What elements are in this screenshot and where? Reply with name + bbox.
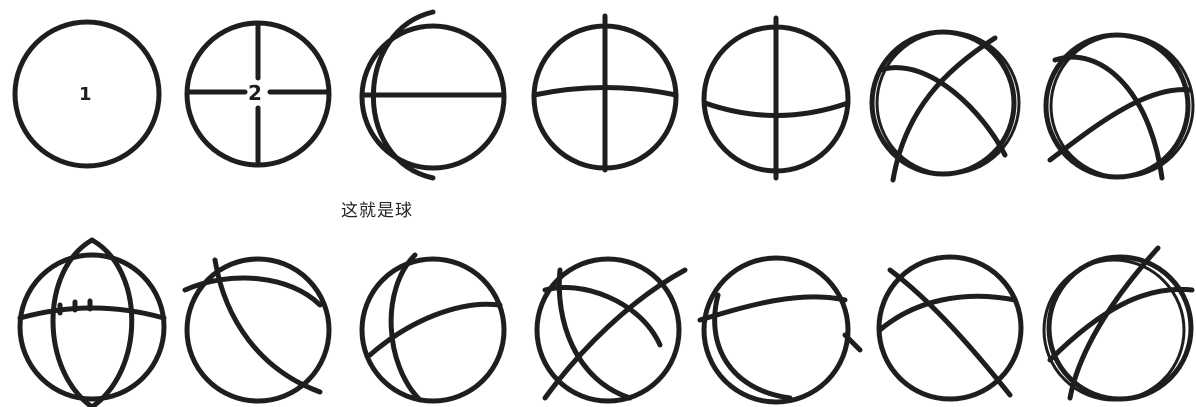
sphere-1: 1 [15, 22, 159, 166]
sphere-3 [362, 12, 504, 178]
sphere-6 [872, 32, 1019, 180]
sphere-12 [700, 258, 860, 402]
sphere-8 [20, 240, 164, 407]
sphere-2-label: 2 [248, 81, 262, 105]
sphere-10 [362, 255, 504, 401]
sphere-11 [537, 259, 685, 401]
sphere-7 [1046, 35, 1193, 178]
sphere-9 [185, 259, 329, 401]
sphere-5 [704, 18, 848, 178]
sphere-13 [879, 257, 1021, 399]
caption-text: 这就是球 [341, 196, 413, 221]
sphere-4 [534, 16, 676, 170]
sphere-1-label: 1 [79, 84, 92, 105]
sphere-14 [1044, 248, 1192, 400]
sphere-2: 2 [187, 23, 329, 165]
